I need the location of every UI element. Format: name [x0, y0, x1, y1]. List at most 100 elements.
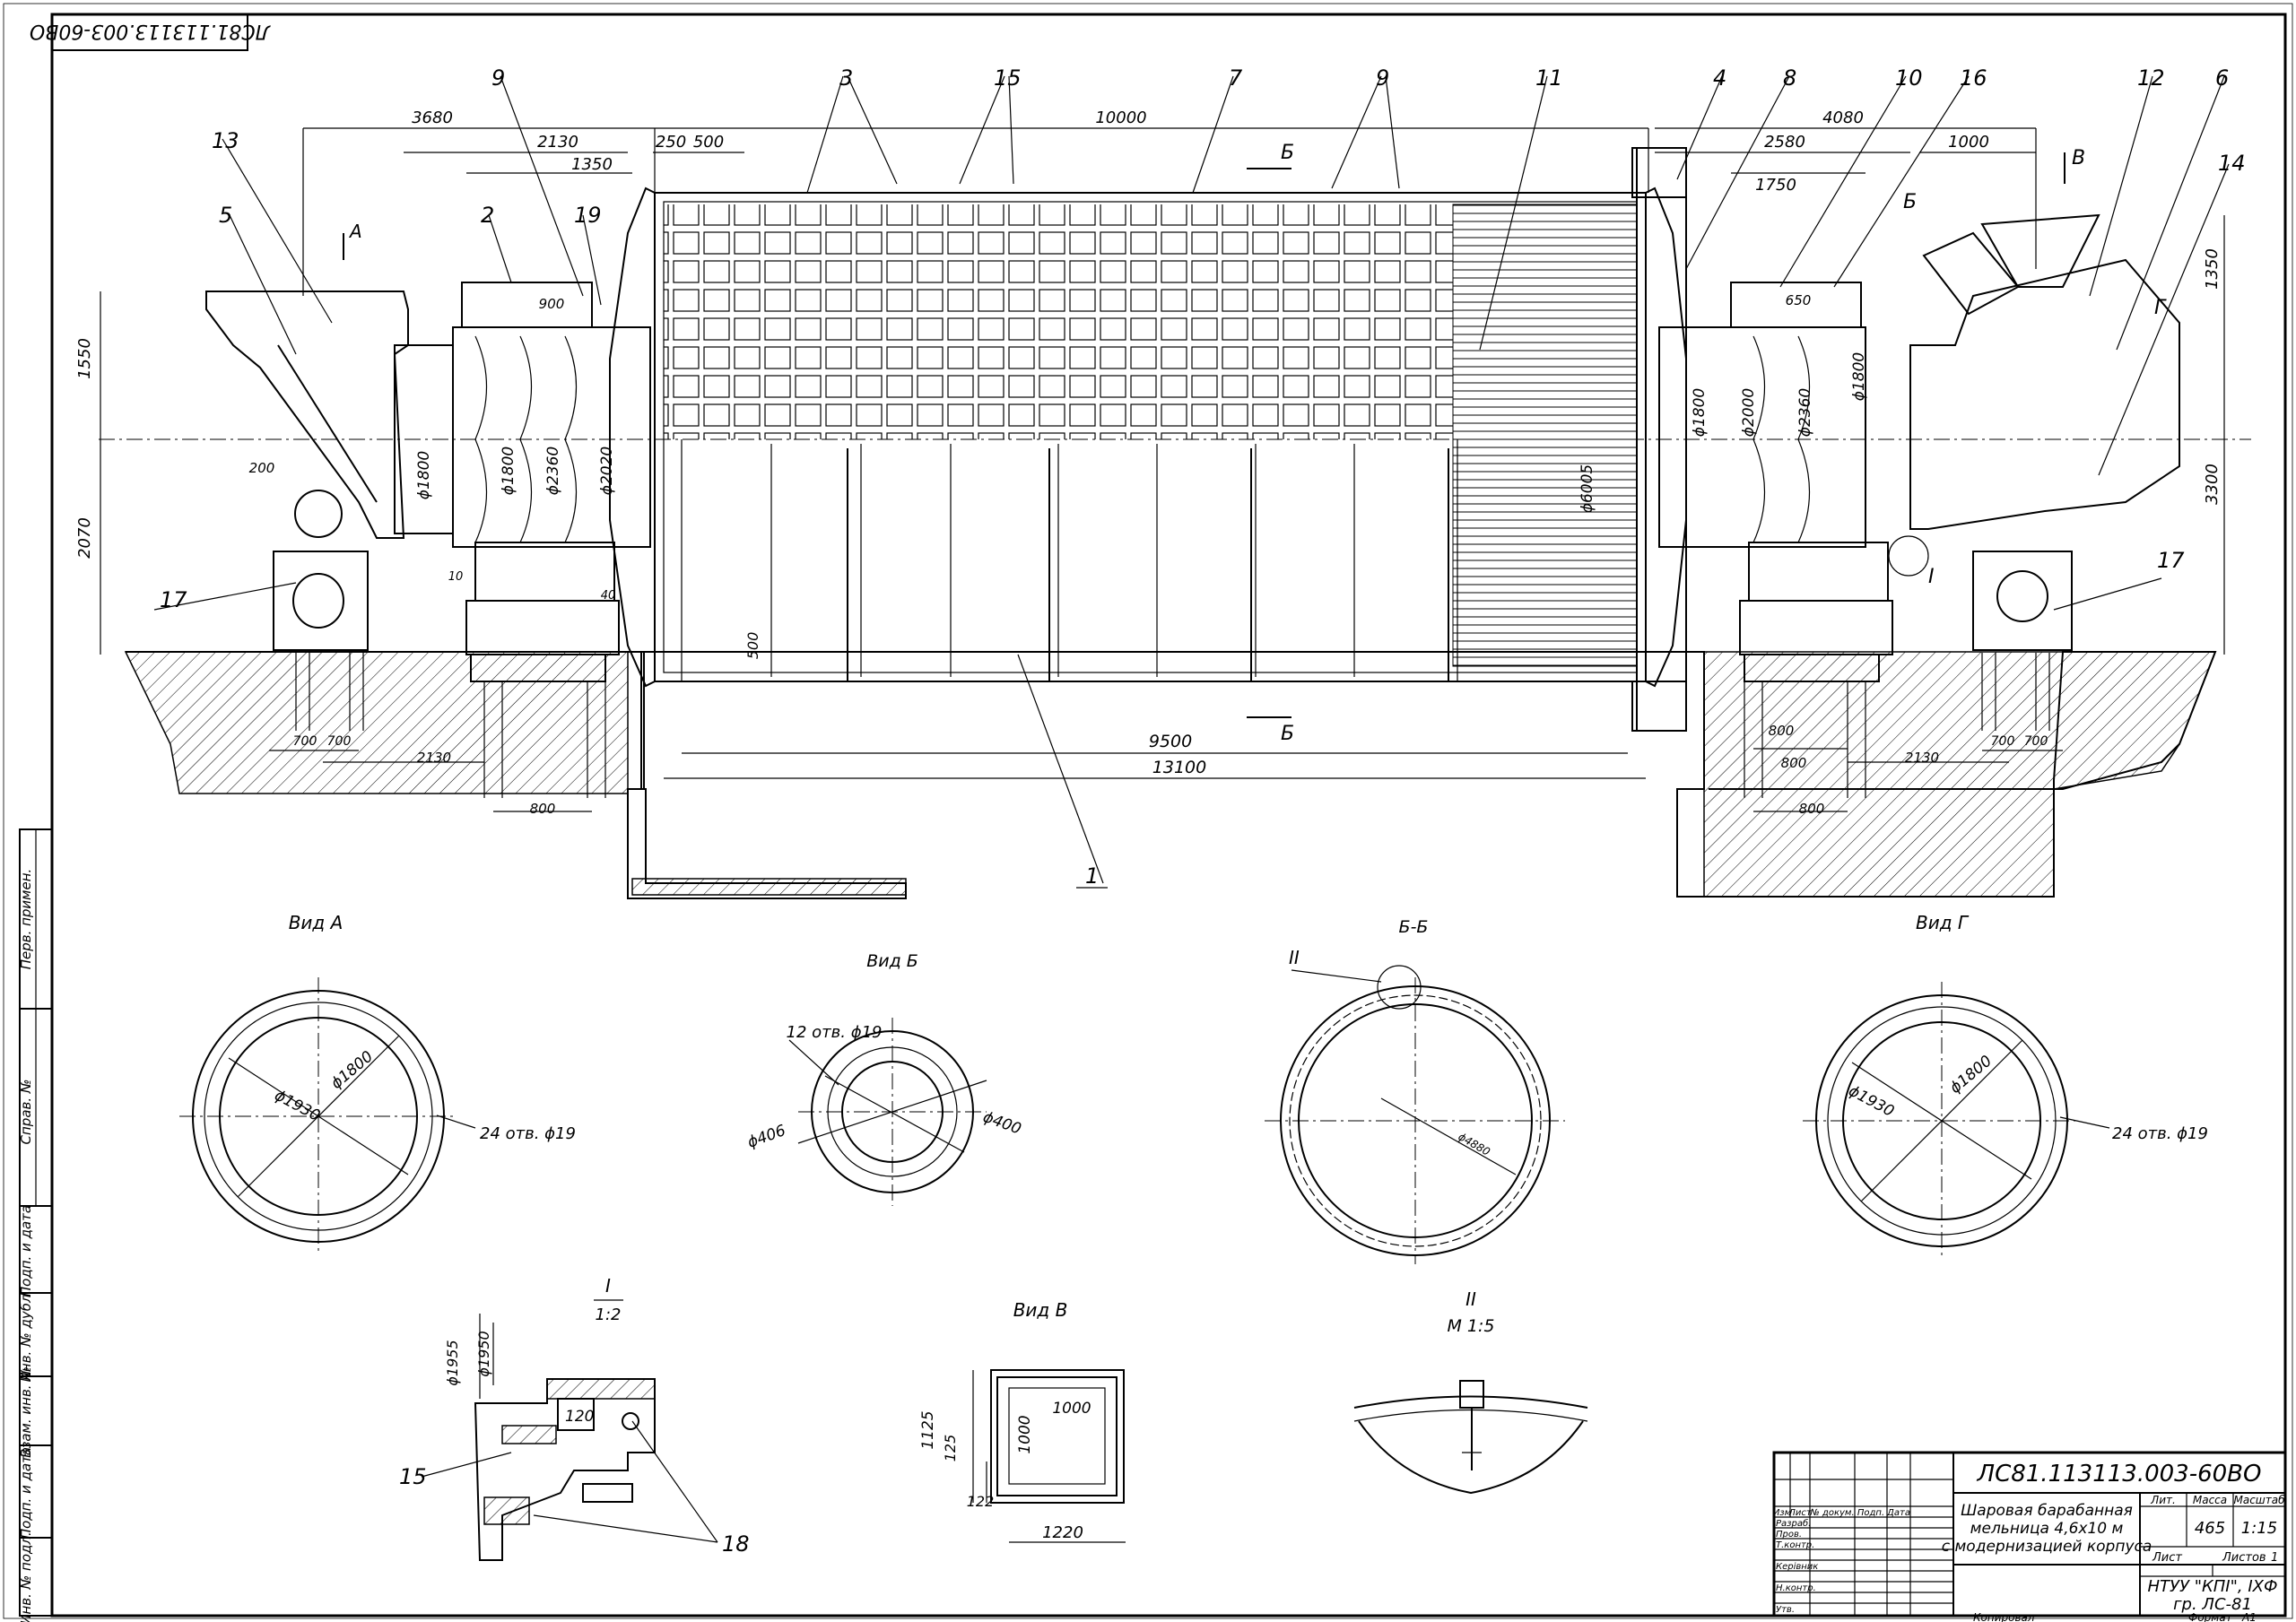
tb-org-line-2: гр. ЛС-81: [2173, 1595, 2252, 1614]
callout-3: 3: [839, 65, 853, 91]
tb-col-izm: Изм: [1773, 1508, 1792, 1518]
dim-2130-left: 2130: [417, 750, 451, 766]
dim-650: 650: [1786, 292, 1812, 308]
detail-1-d1: ϕ1955: [444, 1340, 461, 1385]
view-v-h3: 125: [942, 1435, 959, 1462]
mark-a: А: [348, 221, 362, 242]
dim-2130: 2130: [537, 133, 578, 152]
view-b-holes: 12 отв. ϕ19: [787, 1023, 883, 1042]
foundation-trench: [631, 878, 907, 896]
tb-scale-label: Масштаб: [2233, 1494, 2285, 1506]
tb-title-line-2: мельница 4,6х10 м: [1970, 1520, 2124, 1538]
detail-1-callout-15: 15: [399, 1464, 427, 1489]
tb-mass-label: Масса: [2193, 1494, 2227, 1506]
callout-9-left: 9: [491, 65, 505, 91]
view-b-title: Вид Б: [866, 951, 918, 971]
detail-2: II М 1:5: [1353, 1288, 1588, 1495]
dim-13100: 13100: [1152, 758, 1206, 777]
dia-right-2000: ϕ2000: [1740, 388, 1758, 437]
callout-12: 12: [2137, 65, 2165, 91]
tb-scale-value: 1:15: [2241, 1519, 2277, 1538]
callout-10: 10: [1895, 65, 1923, 91]
dim-40: 40: [601, 589, 616, 603]
dim-10000: 10000: [1095, 108, 1146, 127]
view-a-title: Вид А: [289, 912, 344, 933]
dim-1000: 1000: [1948, 133, 1989, 152]
tb-drawing-code: ЛС81.113113.003-60ВО: [1977, 1461, 2262, 1488]
mark-v: В: [2072, 147, 2085, 169]
title-block: Изм Лист № докум. Подп. Дата Разраб. Про…: [1772, 1451, 2287, 1622]
section-bb-detail-mark: II: [1289, 947, 1300, 968]
tb-col-dokum: № докум.: [1809, 1508, 1854, 1518]
dim-2070: 2070: [75, 517, 94, 559]
callout-17-right: 17: [2157, 548, 2185, 573]
mark-b-top: Б: [1281, 142, 1294, 164]
dim-800-right-top: 800: [1769, 723, 1795, 739]
right-bearing-cap: [1730, 282, 1862, 328]
stamp-podp-data-2: Подп. и дата: [18, 1447, 34, 1539]
tb-org-line-1: НТУУ "КПІ", ІХФ: [2148, 1577, 2278, 1596]
view-g-holes: 24 отв. ϕ19: [2112, 1124, 2208, 1143]
dia-right-1800: ϕ1800: [1691, 388, 1709, 437]
detail-1-title: I: [605, 1275, 611, 1297]
view-v-w3: 1220: [1042, 1523, 1083, 1542]
mark-detail-I: I: [1928, 566, 1935, 588]
stamp-perv-primen: Перв. примен.: [18, 869, 34, 970]
left-bearing-cap: [461, 282, 593, 328]
callout-4: 4: [1713, 65, 1726, 91]
tb-role-kerivnik: Керівник: [1776, 1561, 1818, 1572]
discharge-chute: [1909, 258, 2180, 530]
mirrored-code-box: ЛС81.113113.003-60ВО: [30, 13, 271, 51]
callout-16: 16: [1960, 65, 1987, 91]
dim-500: 500: [693, 133, 724, 152]
dim-1550: 1550: [75, 338, 94, 379]
tb-copied-label: Копировал: [1973, 1611, 2035, 1622]
tb-role-utv: Утв.: [1776, 1605, 1795, 1615]
tb-col-data: Дата: [1886, 1508, 1910, 1518]
dia-right-2360: ϕ2360: [1796, 388, 1814, 437]
main-assembly-view: 3680 2130 1350 250 500 10000 4080 2580 1…: [75, 65, 2251, 899]
dim-500-vert: 500: [744, 632, 761, 660]
dim-800-right: 800: [1799, 801, 1825, 817]
detail-1-callout-18: 18: [722, 1531, 750, 1557]
callout-17-left: 17: [160, 587, 187, 612]
callout-7: 7: [1229, 65, 1243, 91]
callout-19: 19: [574, 203, 602, 228]
dia-right-1800b: ϕ1800: [1850, 352, 1868, 401]
view-v-w1: 1000: [1052, 1400, 1091, 1418]
dim-1750: 1750: [1755, 176, 1796, 195]
mirrored-code-text: ЛС81.113113.003-60ВО: [30, 20, 271, 42]
tb-role-nkontr: Н.контр.: [1776, 1583, 1816, 1593]
section-b-b: Б-Б ϕ4880 II: [1265, 917, 1565, 1264]
view-a-holes: 24 отв. ϕ19: [480, 1124, 576, 1143]
left-bearing: [474, 542, 615, 602]
sheet-frame: [50, 13, 2287, 1618]
callout-13: 13: [212, 128, 239, 153]
discharge-end-cover: [1645, 186, 1687, 688]
tb-format-label: Формат: [2188, 1611, 2233, 1622]
view-v-title: Вид В: [1013, 1299, 1068, 1321]
tb-col-podp: Подп.: [1857, 1508, 1884, 1518]
callout-14: 14: [2218, 151, 2246, 176]
dim-800-left: 800: [530, 801, 556, 817]
dia-left-2360: ϕ2360: [544, 447, 562, 495]
view-v-h2: 1125: [919, 1410, 937, 1449]
tb-sheet-label: Лист: [2152, 1551, 2182, 1565]
dim-1350: 1350: [571, 155, 613, 174]
view-g-d-outer: ϕ1930: [1846, 1082, 1897, 1121]
stamp-vzam-inv: Взам. инв. №: [18, 1366, 34, 1458]
sheet-outer-border: [3, 3, 2293, 1619]
view-a-d-outer: ϕ1930: [272, 1087, 323, 1125]
callout-1: 1: [1085, 863, 1099, 889]
dim-3300: 3300: [2203, 464, 2222, 505]
tb-sheets-count: 1: [2271, 1551, 2278, 1565]
right-support-17: [1972, 551, 2073, 651]
callout-8: 8: [1783, 65, 1796, 91]
view-b-d1: ϕ406: [745, 1122, 788, 1152]
detail-2-scale: М 1:5: [1447, 1316, 1494, 1336]
feed-end-cover: [609, 186, 656, 688]
tb-title-line-3: с модернизацией корпуса: [1942, 1538, 2152, 1556]
callout-11: 11: [1535, 65, 1563, 91]
stamp-sprav: Справ. №: [18, 1080, 34, 1145]
